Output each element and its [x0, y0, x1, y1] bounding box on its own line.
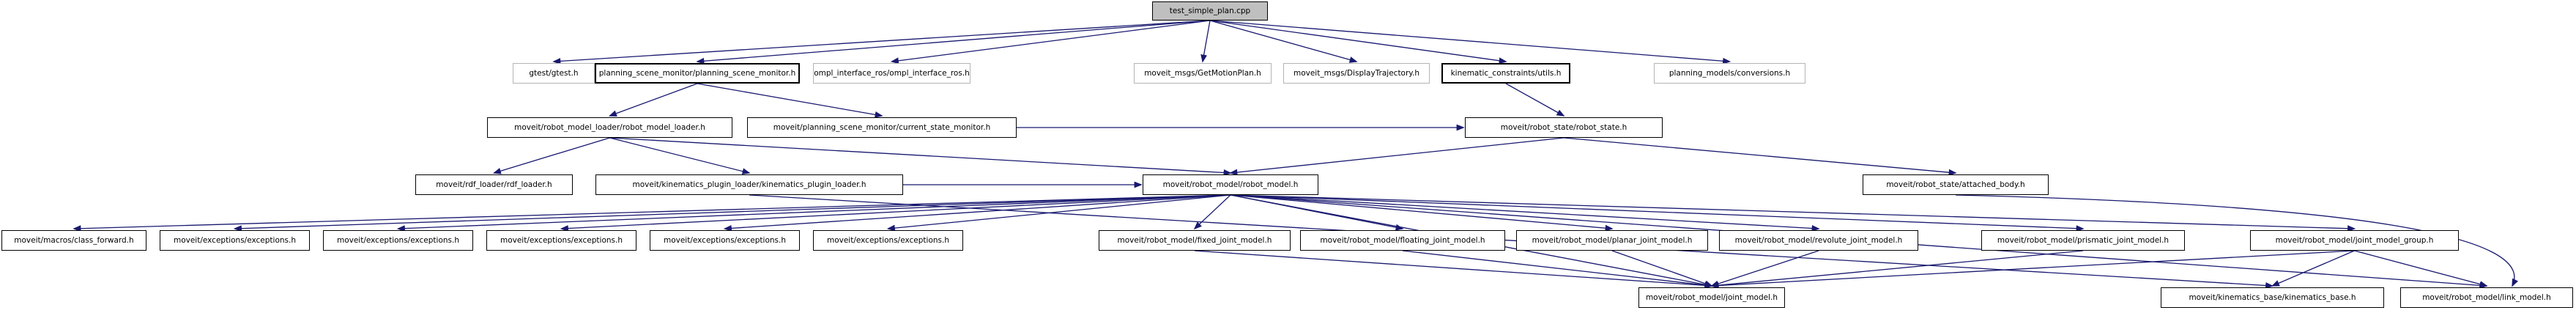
graph-node-jmg[interactable]: moveit/robot_model/joint_model_group.h — [2250, 230, 2459, 251]
edge-planar-jmodel — [1611, 250, 1713, 287]
graph-node-rdf[interactable]: moveit/rdf_loader/rdf_loader.h — [415, 174, 573, 195]
edge-psm-rml — [608, 83, 698, 117]
graph-node-revolute[interactable]: moveit/robot_model/revolute_joint_model.… — [1719, 230, 1918, 251]
edge-rmodel-classfwd — [73, 194, 1231, 232]
graph-node-displaytraj: moveit_msgs/DisplayTrajectory.h — [1283, 63, 1430, 84]
graph-node-cpp: test_simple_plan.cpp — [1152, 1, 1268, 21]
graph-node-exc1[interactable]: moveit/exceptions/exceptions.h — [160, 230, 310, 251]
edge-rstate-abody — [1563, 137, 1957, 176]
graph-node-exc3[interactable]: moveit/exceptions/exceptions.h — [486, 230, 636, 251]
graph-node-lmodel[interactable]: moveit/robot_model/link_model.h — [2400, 287, 2573, 308]
graph-node-csm[interactable]: moveit/planning_scene_monitor/current_st… — [747, 117, 1017, 138]
graph-node-kcutils[interactable]: kinematic_constraints/utils.h — [1441, 63, 1570, 84]
edge-cpp-gtest — [552, 20, 1211, 65]
graph-node-kbase[interactable]: moveit/kinematics_base/kinematics_base.h — [2161, 287, 2384, 308]
edge-cpp-getmotionplan — [1200, 20, 1211, 63]
graph-node-fixed[interactable]: moveit/robot_model/fixed_joint_model.h — [1099, 230, 1291, 251]
edge-rmodel-planar — [1230, 194, 1614, 232]
edge-jmg-kbase — [2271, 250, 2355, 287]
edge-psm-csm — [697, 83, 883, 118]
edge-cpp-conversions — [1209, 20, 1731, 65]
edge-jmg-jmodel — [1710, 250, 2355, 289]
graph-node-kpl[interactable]: moveit/kinematics_plugin_loader/kinemati… — [595, 174, 903, 195]
graph-node-prismatic[interactable]: moveit/robot_model/prismatic_joint_model… — [1981, 230, 2185, 251]
graph-node-exc2[interactable]: moveit/exceptions/exceptions.h — [323, 230, 473, 251]
edge-rmodel-exc2 — [396, 194, 1231, 232]
edge-jmg-lmodel — [2354, 250, 2488, 287]
edge-cpp-displaytraj — [1209, 20, 1358, 63]
edge-rmodel-fixed — [1193, 194, 1231, 230]
graph-node-floating[interactable]: moveit/robot_model/floating_joint_model.… — [1300, 230, 1505, 251]
edge-revolute-jmodel — [1710, 250, 1819, 287]
graph-node-psm[interactable]: planning_scene_monitor/planning_scene_mo… — [595, 63, 800, 84]
edge-rmodel-exc1 — [233, 194, 1231, 232]
edge-rmodel-exc5 — [886, 194, 1231, 232]
graph-node-exc4[interactable]: moveit/exceptions/exceptions.h — [650, 230, 800, 251]
edge-rstate-rmodel — [1229, 137, 1564, 176]
graph-node-rstate[interactable]: moveit/robot_state/robot_state.h — [1465, 117, 1663, 138]
graph-node-classfwd[interactable]: moveit/macros/class_forward.h — [1, 230, 146, 251]
edge-prismatic-jmodel — [1710, 250, 2084, 289]
edge-floating-jmodel — [1402, 250, 1713, 289]
edge-rmodel-exc3 — [560, 194, 1231, 232]
graph-node-rml[interactable]: moveit/robot_model_loader/robot_model_lo… — [487, 117, 732, 138]
edge-rml-rdf — [492, 137, 610, 174]
edge-rml-kpl — [609, 137, 751, 174]
graph-node-jmodel[interactable]: moveit/robot_model/joint_model.h — [1638, 287, 1785, 308]
edge-cpp-ompl — [890, 20, 1211, 65]
graph-node-conversions: planning_models/conversions.h — [1654, 63, 1805, 84]
edge-rmodel-jmg — [1230, 194, 2356, 232]
edge-rmodel-revolute — [1230, 194, 1820, 232]
edge-rmodel-floating — [1230, 194, 1404, 231]
edge-kcutils-rstate — [1505, 83, 1565, 117]
edge-rmodel-exc4 — [723, 194, 1231, 232]
edge-rml-rmodel — [609, 137, 1232, 176]
graph-node-getmotionplan: moveit_msgs/GetMotionPlan.h — [1134, 63, 1272, 84]
edge-rmodel-prismatic — [1230, 194, 2085, 232]
graph-node-planar[interactable]: moveit/robot_model/planar_joint_model.h — [1516, 230, 1708, 251]
graph-node-abody[interactable]: moveit/robot_state/attached_body.h — [1863, 174, 2049, 195]
edge-cpp-kcutils — [1209, 20, 1507, 65]
graph-node-ompl: ompl_interface_ros/ompl_interface_ros.h — [813, 63, 970, 84]
graph-node-rmodel[interactable]: moveit/robot_model/robot_model.h — [1143, 174, 1318, 195]
graph-node-gtest: gtest/gtest.h — [513, 63, 595, 84]
graph-node-exc5[interactable]: moveit/exceptions/exceptions.h — [813, 230, 963, 251]
edge-cpp-psm — [696, 20, 1211, 65]
edge-fixed-jmodel — [1194, 250, 1713, 289]
